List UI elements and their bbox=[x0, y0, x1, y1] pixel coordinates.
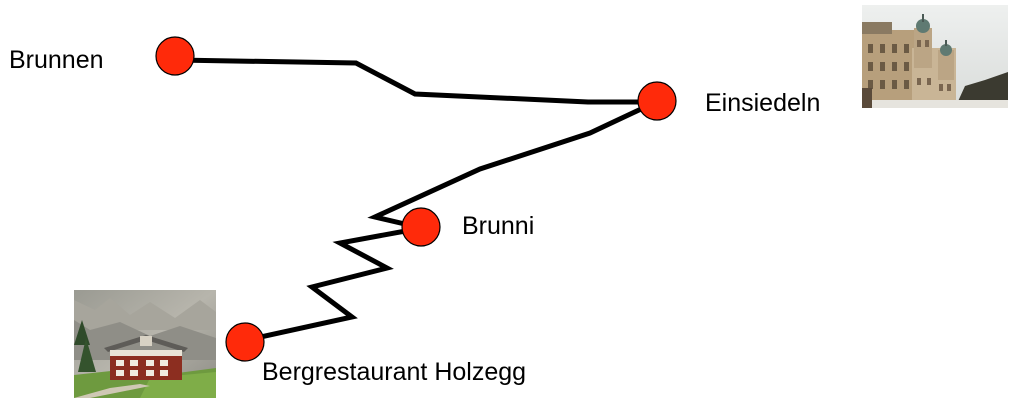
stop-marker-einsiedeln[interactable] bbox=[637, 81, 677, 121]
stop-label-brunni: Brunni bbox=[462, 212, 535, 240]
einsiedeln-photo bbox=[862, 5, 1008, 108]
stop-label-einsiedeln: Einsiedeln bbox=[705, 89, 821, 117]
stop-marker-holzegg[interactable] bbox=[225, 322, 265, 362]
stop-label-brunnen: Brunnen bbox=[9, 46, 104, 74]
stop-marker-brunni[interactable] bbox=[401, 207, 441, 247]
holzegg-photo bbox=[74, 290, 216, 398]
stop-label-holzegg: Bergrestaurant Holzegg bbox=[262, 358, 527, 386]
route-line bbox=[173, 57, 658, 345]
stop-marker-brunnen[interactable] bbox=[155, 36, 195, 76]
